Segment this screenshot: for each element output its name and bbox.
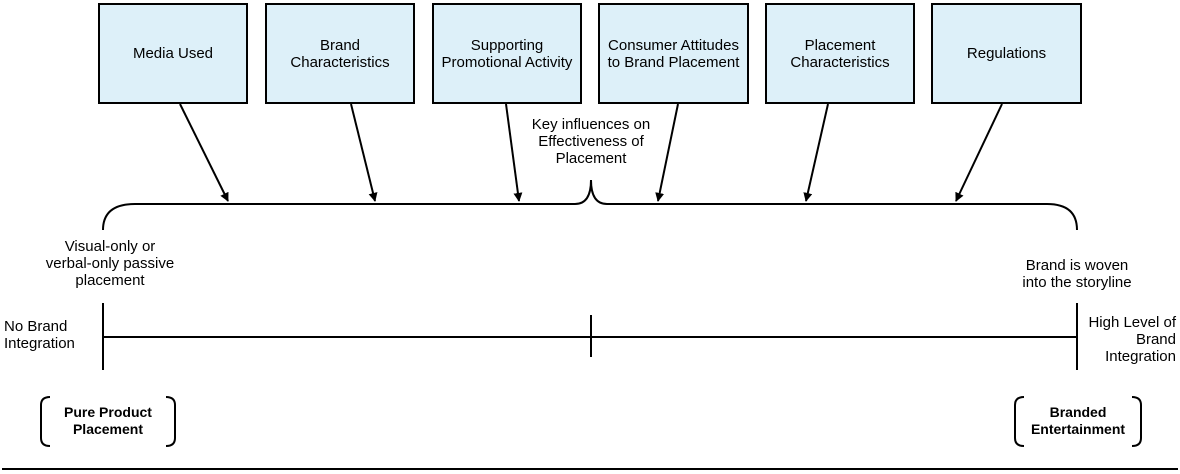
center-caption: Key influences on Effectiveness of Place… (531, 116, 651, 167)
arrow-consumer-attitudes (655, 103, 679, 202)
influence-box-brand-characteristics: Brand Characteristics (265, 3, 415, 104)
right-top-note: Brand is woven into the storyline (1022, 257, 1132, 291)
arrow-brand-characteristics (350, 103, 378, 202)
influence-box-supporting-promotional-activity: Supporting Promotional Activity (432, 3, 582, 104)
arrow-media-used (179, 103, 229, 202)
influence-box-regulations: Regulations (931, 3, 1082, 104)
left-category-bracket-close (165, 396, 176, 447)
left-category-label: Pure Product Placement (64, 404, 152, 437)
arrow-regulations (955, 103, 1003, 202)
curly-brace (102, 179, 1078, 231)
left-top-note: Visual-only or verbal-only passive place… (45, 238, 175, 289)
right-category-label: Branded Entertainment (1030, 404, 1126, 437)
influence-box-media-used: Media Used (98, 3, 248, 104)
influence-box-consumer-attitudes: Consumer Attitudes to Brand Placement (598, 3, 749, 104)
arrow-placement-characteristics (803, 103, 829, 202)
left-end-label: No Brand Integration (4, 318, 75, 352)
right-category-bracket-open (1014, 396, 1025, 447)
right-category-bracket-close (1131, 396, 1142, 447)
influence-box-placement-characteristics: Placement Characteristics (765, 3, 915, 104)
left-category-bracket-open (40, 396, 51, 447)
right-end-label: High Level of Brand Integration (1088, 314, 1176, 365)
arrow-supporting-promotional (505, 103, 523, 202)
